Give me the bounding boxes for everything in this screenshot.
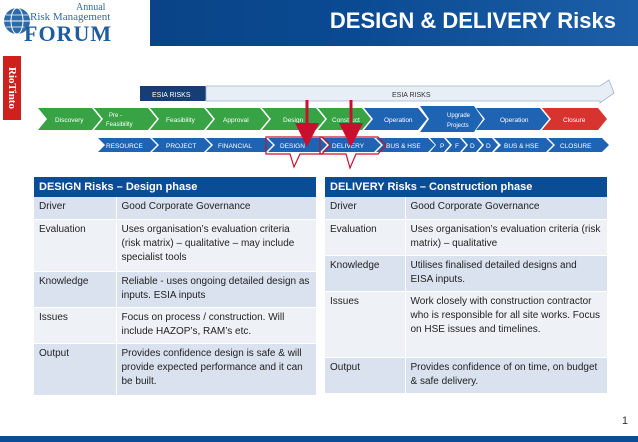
table-row: Knowledge Reliable - uses ongoing detail… (34, 271, 316, 308)
esia-banner-left (140, 86, 212, 101)
stage-label: Upgrade (447, 113, 471, 119)
stage-label: Approval (223, 117, 249, 124)
row-value: Good Corporate Governance (405, 197, 607, 220)
forum-logo: Annual Risk Management FORUM (0, 0, 150, 46)
table-row: Issues Work closely with construction co… (325, 291, 607, 358)
row-key: Driver (325, 197, 406, 220)
stage-label: Closure (563, 117, 586, 124)
design-callout-outline (265, 136, 331, 169)
stage-pre-feasibility (94, 108, 157, 130)
row-value: Reliable - uses ongoing detailed design … (116, 271, 316, 308)
stage-label: Design (283, 117, 304, 124)
risk-label: RESOURCE (106, 143, 144, 150)
stage-operation (364, 108, 427, 130)
row-key: Knowledge (325, 255, 406, 292)
risk-label: D (470, 143, 475, 150)
row-key: Issues (34, 307, 117, 344)
stage-discovery (38, 108, 101, 130)
table-row: Knowledge Utilises finalised detailed de… (325, 255, 607, 292)
risk-label: FINANCIAL (218, 143, 252, 150)
table-row: Issues Focus on process / construction. … (34, 307, 316, 344)
stage-upgrade-projects (420, 106, 483, 132)
delivery-table-header: DELIVERY Risks – Construction phase (325, 177, 607, 197)
risk-label: DELIVERY (332, 143, 365, 150)
header-bar: Annual Risk Management FORUM DESIGN & DE… (0, 0, 638, 46)
risk-resource (98, 138, 157, 152)
risk-f (446, 138, 466, 152)
stage-operation-2 (476, 108, 549, 130)
row-key: Knowledge (34, 271, 117, 308)
stage-label: Projects (447, 123, 469, 129)
risk-closure (548, 138, 609, 152)
risk-label: CLOSURE (560, 143, 592, 150)
risk-label: BUS & HSE (504, 143, 539, 150)
table-row: Driver Good Corporate Governance (34, 197, 316, 220)
stage-label: Operation (384, 117, 413, 124)
risk-row: RESOURCE PROJECT FINANCIAL DESIGN DELIVE… (98, 138, 609, 152)
stage-feasibility (150, 108, 213, 130)
risk-bus-hse-2 (494, 138, 553, 152)
risk-label: BUS & HSE (386, 143, 421, 150)
esia-banner-right (205, 79, 615, 104)
esia-banner-right-label: ESIA RISKS (392, 92, 431, 99)
row-value: Provides confidence design is safe & wil… (116, 343, 316, 396)
delivery-callout-outline (319, 136, 387, 170)
stage-row: Discovery Pre - Feasibility Feasibility … (38, 106, 607, 132)
stage-label: Feasibility (106, 122, 133, 128)
design-risks-table: DESIGN Risks – Design phase Driver Good … (34, 177, 316, 396)
risk-label: P (440, 143, 444, 150)
page-title: DESIGN & DELIVERY Risks (329, 8, 616, 33)
risk-d (462, 138, 482, 152)
risk-d-2 (478, 138, 498, 152)
table-row: Output Provides confidence of on time, o… (325, 357, 607, 394)
process-diagram: ESIA RISKS ESIA RISKS Discovery Pre - Fe… (38, 79, 615, 170)
row-key: Evaluation (325, 219, 406, 256)
stage-label: Discovery (55, 117, 84, 124)
logo-line3: FORUM (24, 21, 113, 46)
logo-line1: Annual (76, 2, 106, 13)
stage-label: Pre - (109, 113, 122, 119)
table-row: Driver Good Corporate Governance (325, 197, 607, 220)
stage-approval (206, 108, 269, 130)
risk-label: F (455, 143, 459, 150)
slide-number: 1 (621, 415, 628, 427)
design-table-header: DESIGN Risks – Design phase (34, 177, 316, 197)
delivery-risks-table: DELIVERY Risks – Construction phase Driv… (325, 177, 607, 394)
row-value: Good Corporate Governance (116, 197, 316, 220)
row-key: Evaluation (34, 219, 117, 272)
risk-p (430, 138, 450, 152)
row-value: Work closely with construction contracto… (405, 291, 607, 358)
table-row: Output Provides confidence design is saf… (34, 343, 316, 396)
logo-line2: Risk Management (30, 11, 111, 23)
esia-banner-left-label: ESIA RISKS (152, 92, 191, 99)
risk-label: PROJECT (166, 143, 196, 150)
table-row: Evaluation Uses organisation’s evaluatio… (325, 219, 607, 256)
risk-label: DESIGN (280, 143, 305, 150)
row-key: Driver (34, 197, 117, 220)
footer-bar (0, 436, 638, 442)
row-key: Output (34, 343, 117, 396)
risk-label: D (486, 143, 491, 150)
row-value: Uses organisation’s evaluation criteria … (405, 219, 607, 256)
globe-icon (4, 7, 30, 35)
brand-text: RioTinto (6, 67, 18, 109)
row-value: Uses organisation’s evaluation criteria … (116, 219, 316, 272)
risk-project (152, 138, 211, 152)
row-value: Utilises finalised detailed designs and … (405, 255, 607, 292)
risk-bus-hse (376, 138, 435, 152)
riotinto-logo: RioTinto (3, 56, 21, 120)
risk-financial (206, 138, 273, 152)
row-key: Output (325, 357, 406, 394)
stage-label: Operation (500, 117, 529, 124)
stage-label: Feasibility (166, 117, 196, 124)
row-key: Issues (325, 291, 406, 358)
row-value: Provides confidence of on time, on budge… (405, 357, 607, 394)
stage-closure (542, 108, 607, 130)
stage-label: Construct (332, 117, 360, 124)
row-value: Focus on process / construction. Will in… (116, 307, 316, 344)
table-row: Evaluation Uses organisation’s evaluatio… (34, 219, 316, 272)
